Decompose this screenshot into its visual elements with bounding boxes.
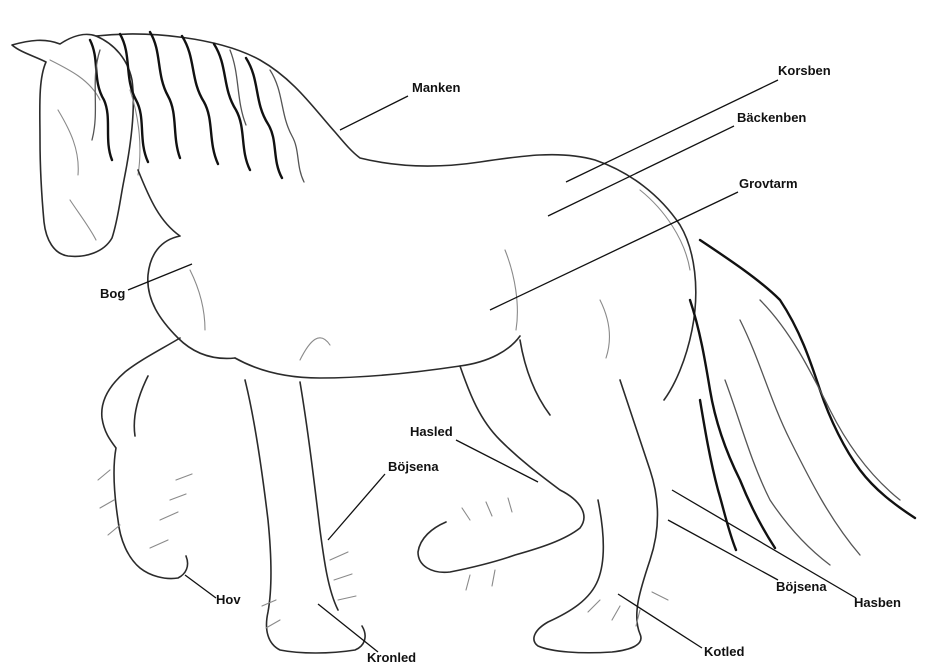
horse-front-raised-leg [102,338,188,579]
leader-bojsena-rear [668,520,778,580]
leader-grovtarm [490,192,738,310]
leader-hasben [672,490,856,598]
leader-hov [185,575,216,598]
horse-body-shading [190,190,690,360]
leader-korsben [566,80,778,182]
horse-front-raised-feather [98,470,192,548]
horse-tail [700,240,915,518]
horse-tail-strand-5 [760,300,900,500]
label-manken: Manken [412,80,460,95]
leader-kronled [318,604,378,652]
horse-belly-outline [235,336,520,378]
horse-hind-raised-leg [418,340,584,572]
leader-backenben [548,126,734,216]
horse-tail-strand-4 [725,380,830,565]
labels: Manken Korsben Bäckenben Grovtarm Bog Ha… [100,63,901,662]
leader-lines [128,80,856,652]
horse-mane-strand-4 [182,36,218,164]
label-kronled: Kronled [367,650,416,662]
label-backenben: Bäckenben [737,110,806,125]
horse-mane-strand-3 [150,32,180,158]
label-grovtarm: Grovtarm [739,176,798,191]
leader-hasled [456,440,538,482]
leader-manken [340,96,408,130]
label-hasled: Hasled [410,424,453,439]
leader-kotled [618,594,702,648]
leader-bog [128,264,192,290]
horse-head-outline [12,34,133,256]
horse-mane-strand-8 [270,70,304,182]
horse-mane-strand-1 [90,40,112,160]
horse-front-planted-leg [245,380,365,653]
label-bojsena-front: Böjsena [388,459,439,474]
label-kotled: Kotled [704,644,745,659]
horse-hind-planted-leg [534,380,658,653]
label-hasben: Hasben [854,595,901,610]
label-bojsena-rear: Böjsena [776,579,827,594]
horse-front-planted-feather [262,552,356,628]
label-bog: Bog [100,286,125,301]
horse-mane-strand-5 [214,44,250,170]
label-hov: Hov [216,592,241,607]
leader-bojsena-front [328,474,385,540]
horse-hind-planted-feather [588,592,668,626]
horse-chest-outline [138,170,235,358]
label-korsben: Korsben [778,63,831,78]
horse-mane-strand-2 [120,34,148,162]
horse-tail-strand-1 [690,300,775,548]
horse-hind-raised-feather [462,498,512,590]
horse-illustration [12,32,915,653]
horse-mane-strand-6 [246,58,282,178]
